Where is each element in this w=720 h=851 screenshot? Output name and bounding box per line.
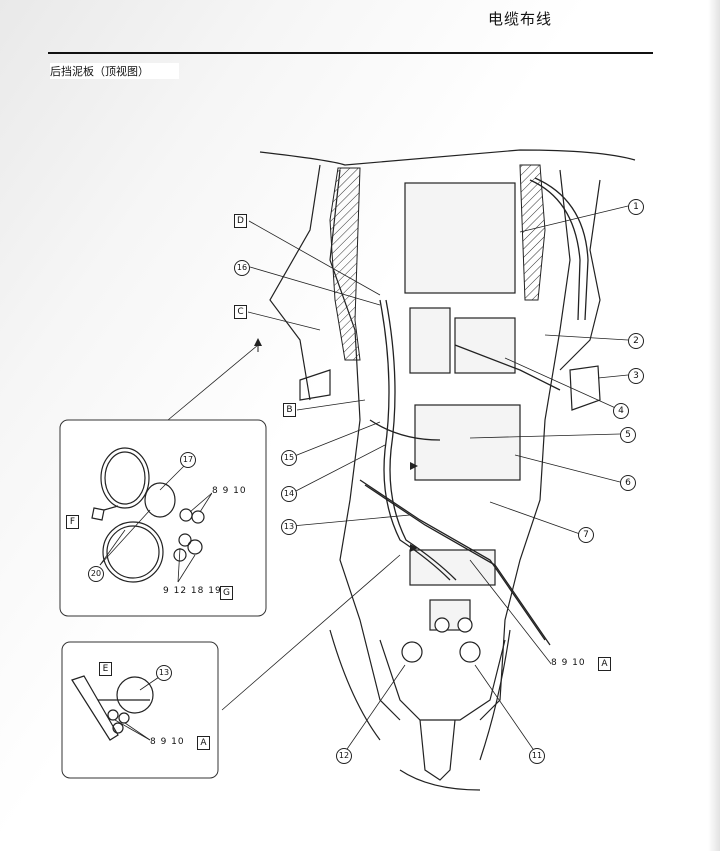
label-g: G — [220, 586, 233, 600]
left-bolt — [401, 641, 423, 663]
page-edge-shadow — [708, 0, 720, 851]
label-e: E — [99, 662, 112, 676]
frame-right-hatched — [519, 164, 546, 301]
callout-group-9-12-18-19: 9 12 18 19 — [163, 586, 222, 596]
frame-left-hatched — [329, 167, 361, 361]
callout-20: 20 — [88, 566, 104, 582]
callout-6: 6 — [620, 475, 636, 491]
label-d: D — [234, 214, 247, 228]
ecu-box — [414, 404, 521, 481]
label-f: F — [66, 515, 79, 529]
right-bolt — [459, 641, 481, 663]
battery-box — [404, 182, 516, 294]
callout-15: 15 — [281, 450, 297, 466]
callout-16: 16 — [234, 260, 250, 276]
callout-13: 13 — [281, 519, 297, 535]
callout-4: 4 — [613, 403, 629, 419]
callout-group-8-9-10-inset-top: 8 9 10 — [212, 486, 247, 496]
leader-lines — [167, 205, 629, 753]
label-a-main: A — [598, 657, 611, 671]
page-title: 电缆布线 — [488, 10, 553, 28]
callout-17: 17 — [180, 452, 196, 468]
callout-1: 1 — [628, 199, 644, 215]
callout-5: 5 — [620, 427, 636, 443]
callout-2: 2 — [628, 333, 644, 349]
callout-group-8-9-10-inset-bottom: 8 9 10 — [150, 737, 185, 747]
label-c: C — [234, 305, 247, 319]
section-title: 后挡泥板（顶视图） — [50, 63, 179, 79]
tray — [409, 549, 496, 586]
callout-13-inset: 13 — [156, 665, 172, 681]
callout-14: 14 — [281, 486, 297, 502]
callout-7: 7 — [578, 527, 594, 543]
label-a-inset: A — [197, 736, 210, 750]
fuse-box — [409, 307, 451, 374]
callout-group-8-9-10-main: 8 9 10 — [551, 658, 586, 668]
callout-11: 11 — [529, 748, 545, 764]
detail-panel-bottom — [61, 641, 219, 779]
header-rule — [48, 52, 653, 54]
callout-12: 12 — [336, 748, 352, 764]
label-b: B — [283, 403, 296, 417]
callout-3: 3 — [628, 368, 644, 384]
